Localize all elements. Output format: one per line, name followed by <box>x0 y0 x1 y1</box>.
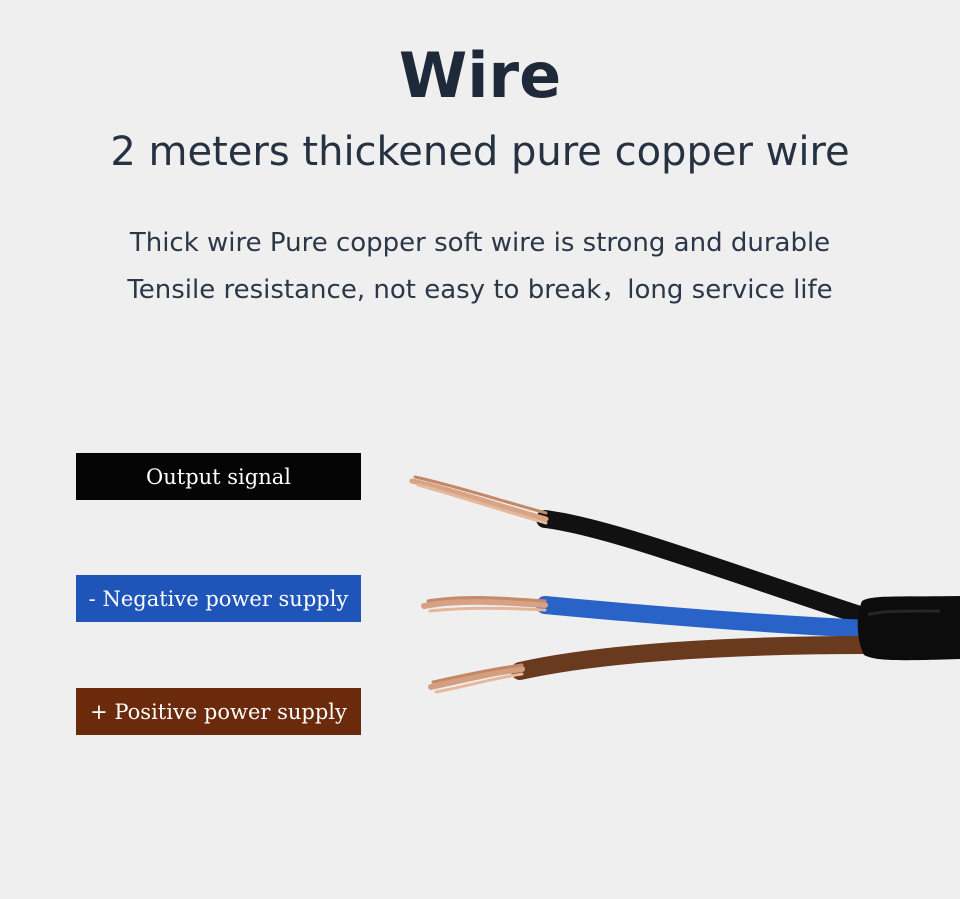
output-signal-label: Output signal <box>76 453 361 500</box>
description-line-1: Thick wire Pure copper soft wire is stro… <box>129 228 831 258</box>
positive-power-label: + Positive power supply <box>76 688 361 735</box>
brown-wire <box>511 636 875 680</box>
page-subtitle: 2 meters thickened pure copper wire <box>110 129 850 175</box>
black-wire <box>536 510 875 626</box>
cable-jacket <box>857 596 960 661</box>
blue-wire <box>536 596 875 638</box>
page-title: Wire <box>398 39 562 112</box>
copper-strands-bottom <box>428 663 525 694</box>
copper-strands-middle <box>421 596 548 613</box>
negative-power-label: - Negative power supply <box>76 575 361 622</box>
copper-strands-top <box>409 475 549 525</box>
description-line-2: Tensile resistance, not easy to break，lo… <box>127 275 833 305</box>
cable-illustration <box>409 475 960 694</box>
